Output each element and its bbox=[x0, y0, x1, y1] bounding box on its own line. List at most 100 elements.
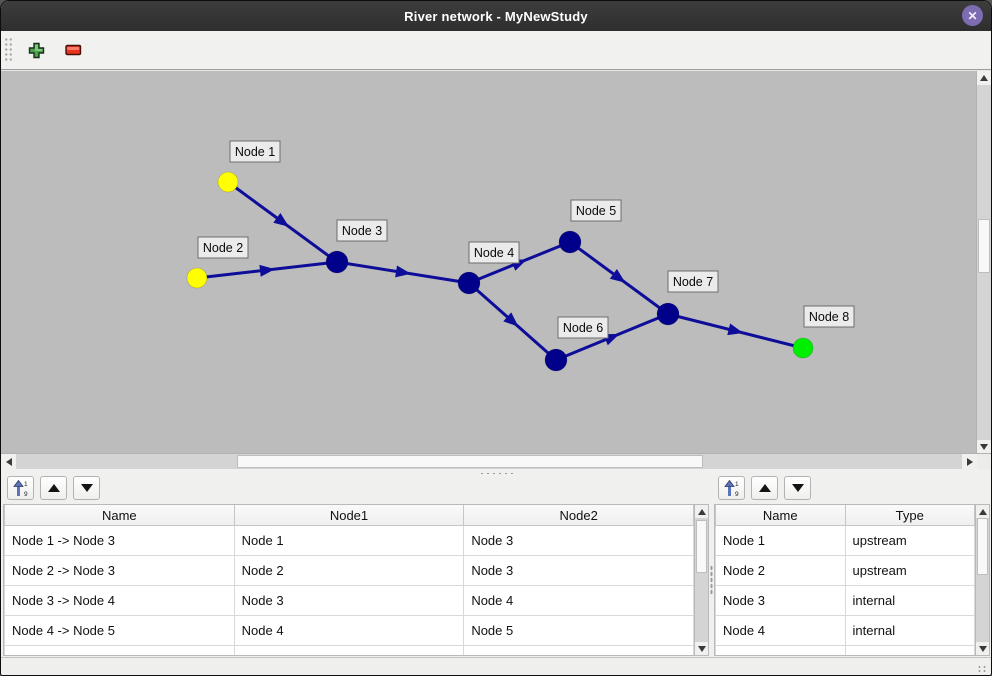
column-header[interactable]: Node2 bbox=[463, 505, 694, 526]
toolbar bbox=[1, 31, 991, 70]
edge-arrow-icon bbox=[273, 213, 289, 227]
arrow-left-icon bbox=[5, 457, 12, 466]
tables-splitter[interactable] bbox=[709, 504, 714, 656]
table-cell bbox=[233, 645, 465, 655]
svg-text:Node 1: Node 1 bbox=[235, 145, 275, 159]
title-bar[interactable]: River network - MyNewStudy ✕ bbox=[1, 1, 991, 31]
move-up-links-button[interactable] bbox=[40, 476, 67, 500]
remove-button[interactable] bbox=[59, 36, 87, 64]
table-cell[interactable]: Node 3 bbox=[715, 585, 846, 616]
scrollbar-thumb[interactable] bbox=[977, 518, 988, 575]
scroll-left-button[interactable] bbox=[1, 454, 16, 469]
move-down-nodes-button[interactable] bbox=[784, 476, 811, 500]
canvas-vertical-scrollbar[interactable] bbox=[976, 71, 991, 454]
network-node[interactable] bbox=[544, 348, 568, 372]
arrow-down-icon bbox=[980, 444, 988, 450]
nodes-table-toolbar: 1 9 bbox=[718, 476, 811, 501]
table-cell[interactable]: Node 1 -> Node 3 bbox=[4, 525, 235, 556]
table-cell[interactable]: upstream bbox=[844, 525, 975, 556]
column-header[interactable]: Name bbox=[715, 505, 846, 526]
edge-arrow-icon bbox=[727, 323, 744, 336]
network-node[interactable] bbox=[457, 271, 481, 295]
table-cell[interactable]: Node 4 bbox=[463, 585, 694, 616]
network-node[interactable] bbox=[217, 171, 239, 193]
table-cell[interactable]: internal bbox=[844, 585, 975, 616]
svg-text:Node 6: Node 6 bbox=[563, 321, 603, 335]
column-header[interactable]: Name bbox=[4, 505, 235, 526]
scroll-up-button[interactable] bbox=[976, 505, 989, 518]
table-cell[interactable]: upstream bbox=[844, 555, 975, 586]
minus-icon bbox=[64, 44, 81, 56]
scroll-down-button[interactable] bbox=[976, 642, 989, 655]
node-label: Node 3 bbox=[336, 219, 388, 242]
move-up-nodes-button[interactable] bbox=[751, 476, 778, 500]
svg-text:Node 2: Node 2 bbox=[203, 241, 243, 255]
table-cell[interactable]: Node 5 bbox=[463, 615, 694, 646]
links-table-scrollbar[interactable] bbox=[695, 504, 709, 656]
table-cell[interactable]: Node 1 bbox=[715, 525, 846, 556]
table-cell[interactable]: Node 3 bbox=[233, 585, 465, 616]
table-cell[interactable]: Node 4 bbox=[715, 615, 846, 646]
sort-links-button[interactable]: 1 9 bbox=[7, 476, 34, 500]
table-cell[interactable]: Node 1 bbox=[233, 525, 465, 556]
table-cell[interactable]: Node 3 -> Node 4 bbox=[4, 585, 235, 616]
table-cell bbox=[463, 645, 694, 655]
svg-text:1: 1 bbox=[735, 481, 739, 488]
table-cell[interactable]: Node 4 -> Node 5 bbox=[4, 615, 235, 646]
network-node[interactable] bbox=[186, 267, 208, 289]
close-icon: ✕ bbox=[967, 8, 978, 23]
move-down-links-button[interactable] bbox=[73, 476, 100, 500]
table-cell[interactable]: Node 2 -> Node 3 bbox=[4, 555, 235, 586]
add-button[interactable] bbox=[22, 36, 50, 64]
empty-row bbox=[4, 645, 694, 655]
close-button[interactable]: ✕ bbox=[962, 5, 983, 26]
scrollbar-thumb[interactable] bbox=[696, 520, 707, 573]
arrow-down-icon bbox=[697, 645, 706, 652]
sort-nodes-button[interactable]: 1 9 bbox=[718, 476, 745, 500]
arrow-down-icon bbox=[978, 645, 987, 652]
table-cell[interactable]: Node 3 bbox=[463, 555, 694, 586]
scroll-down-button[interactable] bbox=[695, 642, 708, 655]
table-cell[interactable]: Node 3 bbox=[463, 525, 694, 556]
triangle-up-icon bbox=[758, 484, 771, 492]
table-cell[interactable]: internal bbox=[844, 615, 975, 646]
column-header[interactable]: Type bbox=[844, 505, 975, 526]
scroll-up-button[interactable] bbox=[977, 71, 991, 85]
table-cell[interactable]: Node 2 bbox=[715, 555, 846, 586]
nodes-table-scrollbar[interactable] bbox=[976, 504, 990, 656]
toolbar-drag-handle[interactable] bbox=[4, 37, 13, 63]
scroll-right-button[interactable] bbox=[962, 454, 977, 469]
node-label: Node 6 bbox=[557, 316, 609, 339]
network-node[interactable] bbox=[792, 337, 814, 359]
network-node[interactable] bbox=[325, 250, 349, 274]
status-bar bbox=[1, 657, 991, 675]
network-node[interactable] bbox=[558, 230, 582, 254]
edge-arrow-icon bbox=[259, 264, 275, 277]
canvas-table-splitter[interactable] bbox=[1, 469, 991, 477]
scroll-up-button[interactable] bbox=[695, 505, 708, 518]
column-header[interactable]: Node1 bbox=[233, 505, 465, 526]
scrollbar-thumb[interactable] bbox=[978, 219, 990, 273]
network-node[interactable] bbox=[656, 302, 680, 326]
table-cell bbox=[844, 645, 975, 655]
resize-grip[interactable] bbox=[977, 665, 987, 673]
canvas-horizontal-scrollbar[interactable] bbox=[1, 453, 977, 469]
node-label: Node 2 bbox=[197, 236, 249, 259]
edge-arrow-icon bbox=[503, 312, 519, 327]
node-label: Node 1 bbox=[229, 140, 281, 163]
table-cell[interactable]: Node 2 bbox=[233, 555, 465, 586]
scrollbar-thumb[interactable] bbox=[237, 455, 703, 468]
scroll-down-button[interactable] bbox=[977, 440, 991, 454]
table-cell[interactable]: Node 4 bbox=[233, 615, 465, 646]
